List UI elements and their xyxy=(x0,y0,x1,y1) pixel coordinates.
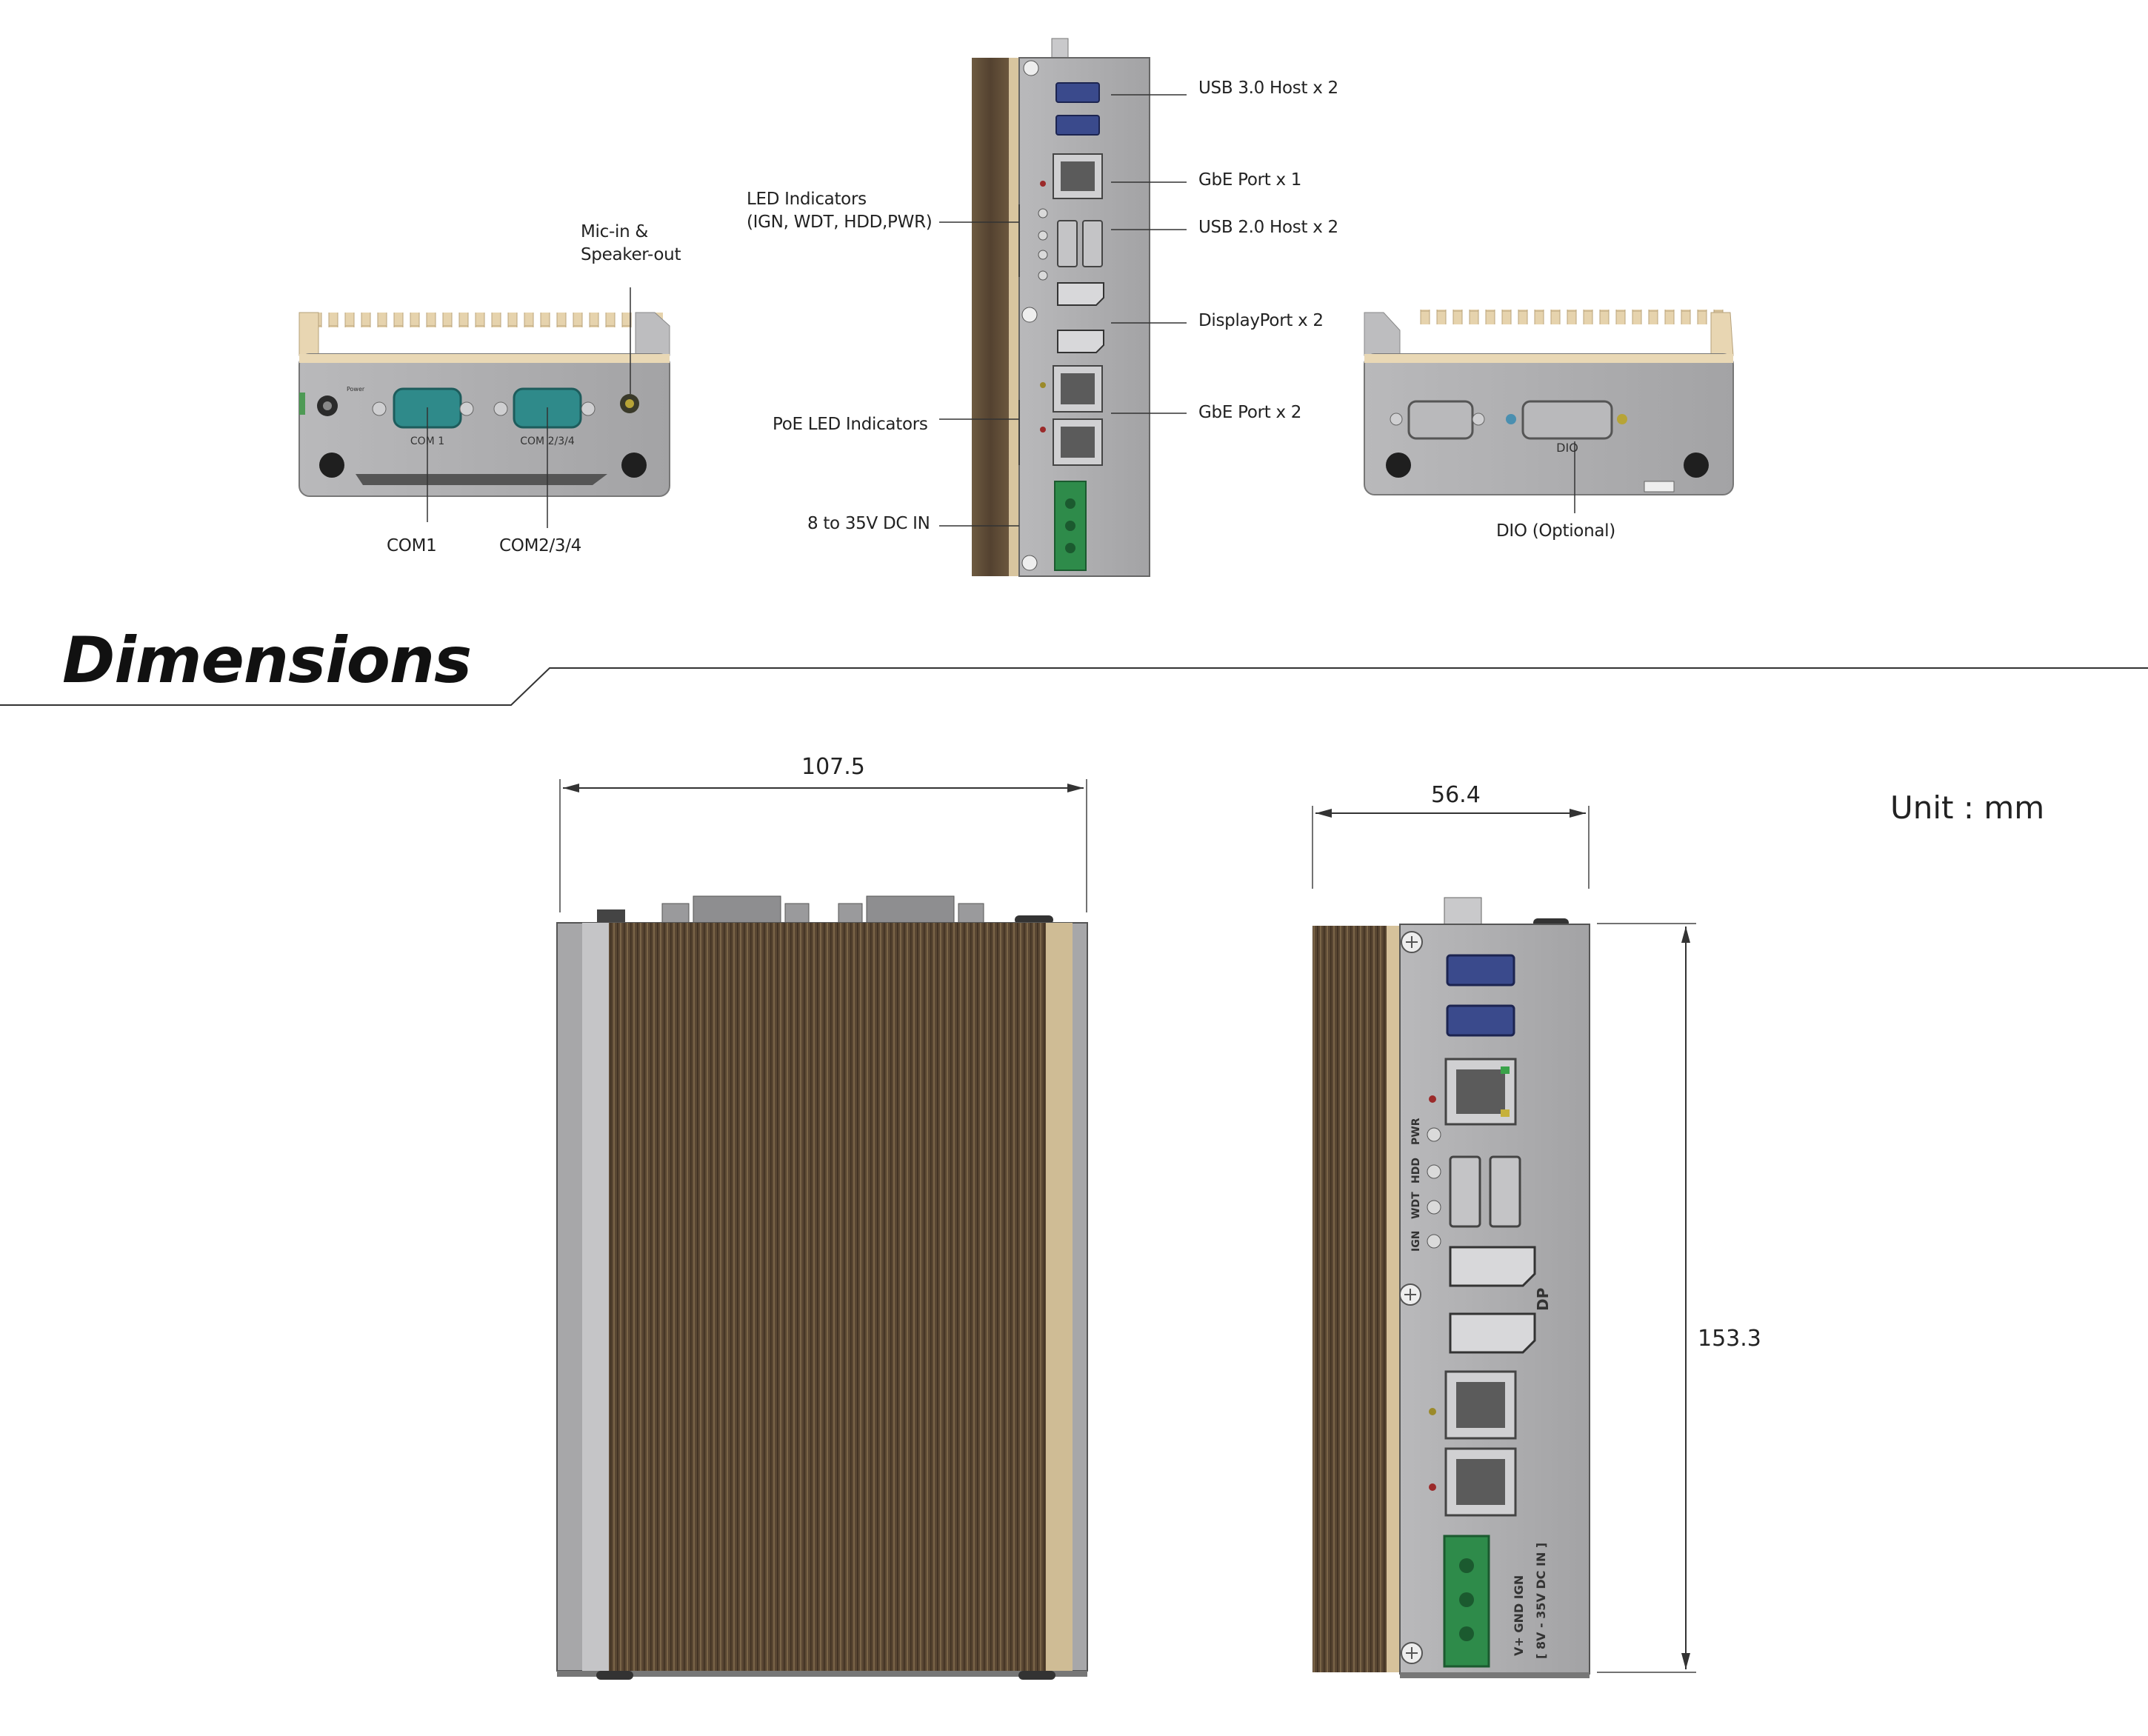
dimension-view-top xyxy=(556,779,1088,1680)
label-displayport: DisplayPort x 2 xyxy=(1198,311,1324,330)
label-poe-led: PoE LED Indicators xyxy=(773,415,928,434)
label-led-line2: (IGN, WDT, HDD,PWR) xyxy=(747,213,933,232)
label-gbe-port-2: GbE Port x 2 xyxy=(1198,403,1302,422)
dimension-view-side: PWR HDD WDT IGN DP V+ GND IGN [ 8V - 35V… xyxy=(1312,806,1696,1678)
section-divider xyxy=(0,667,2148,706)
panel-ign-print: IGN xyxy=(1410,1231,1422,1252)
label-led-indicators: LED Indicators (IGN, WDT, HDD,PWR) xyxy=(747,188,933,234)
section-title: Dimensions xyxy=(62,624,472,698)
label-usb20: USB 2.0 Host x 2 xyxy=(1198,218,1338,237)
label-mic-speaker: Mic-in & Speaker-out xyxy=(581,221,681,267)
label-dc-in: 8 to 35V DC IN xyxy=(807,514,930,533)
panel-wdt-print: WDT xyxy=(1410,1192,1422,1219)
front-view-com: Power COM 1 COM 2/3/4 xyxy=(298,287,670,528)
label-com1: COM1 xyxy=(387,536,437,555)
panel-hdd-print: HDD xyxy=(1410,1158,1422,1184)
svg-text:Power: Power xyxy=(347,386,365,393)
label-mic-line1: Mic-in & xyxy=(581,222,648,241)
io-side-view xyxy=(939,38,1187,577)
dimension-depth: 56.4 xyxy=(1431,782,1481,808)
panel-dio-print: DIO xyxy=(1556,441,1578,455)
panel-dc-in-print: [ 8V - 35V DC IN ] xyxy=(1534,1543,1548,1659)
label-led-line1: LED Indicators xyxy=(747,190,867,209)
panel-terminal-print: V+ GND IGN xyxy=(1512,1575,1526,1656)
panel-dp-print: DP xyxy=(1534,1288,1552,1311)
label-dio: DIO (Optional) xyxy=(1496,521,1615,541)
unit-label: Unit : mm xyxy=(1890,789,2045,826)
label-mic-line2: Speaker-out xyxy=(581,245,681,264)
rear-view-dio: DIO xyxy=(1364,310,1734,513)
dimension-height: 153.3 xyxy=(1698,1326,1761,1352)
label-gbe-port-1: GbE Port x 1 xyxy=(1198,170,1302,190)
label-com234: COM2/3/4 xyxy=(499,536,582,555)
label-usb30: USB 3.0 Host x 2 xyxy=(1198,79,1338,98)
panel-pwr-print: PWR xyxy=(1410,1118,1422,1145)
dimension-width: 107.5 xyxy=(801,754,865,780)
